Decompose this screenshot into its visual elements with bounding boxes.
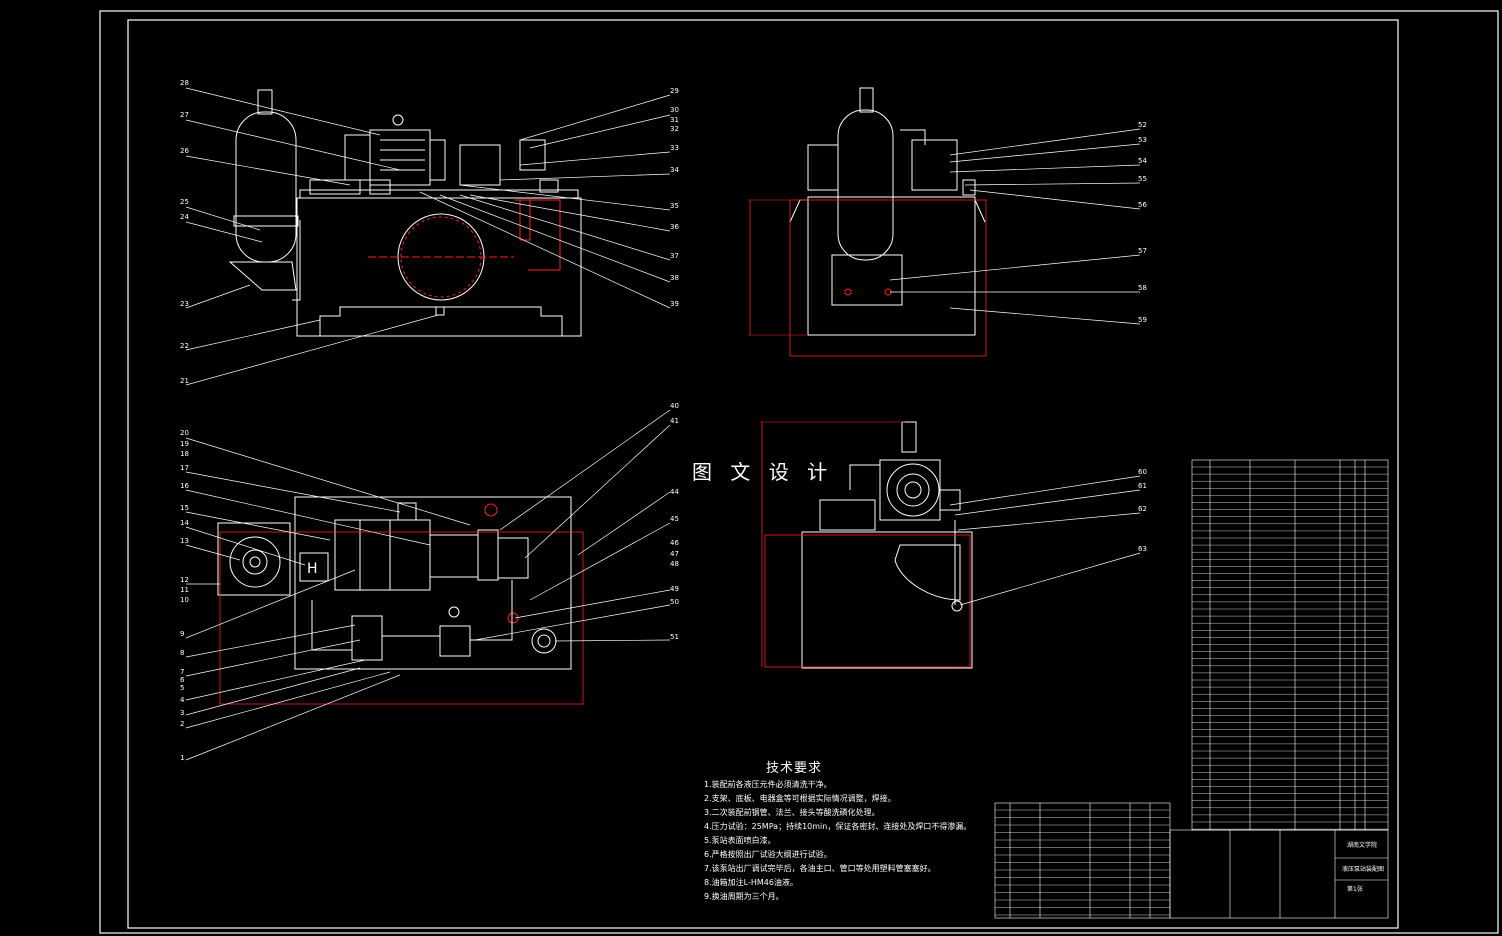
callout: 19: [180, 440, 189, 448]
tank-top: [294, 496, 572, 670]
tank-side: [807, 196, 976, 336]
callout: 16: [180, 482, 189, 490]
callout: 2: [180, 720, 184, 728]
inner-frame: [127, 19, 1399, 929]
accumulator: [235, 111, 297, 263]
top-view: H: [217, 496, 584, 705]
callout: 52: [1138, 121, 1147, 129]
callout: 51: [670, 633, 679, 641]
callout: 9: [180, 630, 184, 638]
outer-frame: [99, 10, 1499, 934]
callout: 18: [180, 450, 189, 458]
callout: 38: [670, 274, 679, 282]
callout-numbers: 28 27 26 25 24 23 22 21 29 30 31 32 33 3…: [180, 79, 1147, 762]
callout: 30: [670, 106, 679, 114]
note-line: 8.油箱加注L-HM46油液。: [704, 878, 798, 887]
note-line: 6.严格按照出厂试验大纲进行试验。: [704, 850, 832, 859]
technical-requirements: 技术要求 1.装配前各液压元件必须清洗干净。 2.支架、底板、电器盒等可根据实际…: [704, 762, 971, 904]
callout: 61: [1138, 482, 1147, 490]
callout: 8: [180, 649, 184, 657]
callout: 13: [180, 537, 189, 545]
callout: 33: [670, 144, 679, 152]
note-line: 5.泵站表面喷白漆。: [704, 836, 776, 845]
callout: 26: [180, 147, 189, 155]
callout: 35: [670, 202, 679, 210]
side-view-2: [760, 421, 973, 669]
notes-title: 技术要求: [766, 761, 823, 776]
callout: 46: [670, 539, 679, 547]
callout: 14: [180, 519, 189, 527]
note-line: 2.支架、底板、电器盒等可根据实际情况调整，焊接。: [704, 794, 896, 803]
callout: 1: [180, 754, 184, 762]
callout: 56: [1138, 201, 1147, 209]
title-block-name: 液压泵站装配图: [1342, 866, 1385, 873]
callout: 53: [1138, 136, 1147, 144]
note-line: 9.换油周期为三个月。: [704, 892, 784, 901]
callout: 12: [180, 576, 189, 584]
callout: 21: [180, 377, 189, 385]
parts-list-rows: [995, 466, 1388, 916]
note-line: 4.压力试验：25MPa；持续10min，保证各密封、连接处及焊口不得渗漏。: [704, 822, 972, 831]
motor-top: [334, 519, 431, 591]
callout: 23: [180, 300, 189, 308]
callout: 28: [180, 79, 189, 87]
callout: 48: [670, 560, 679, 568]
callout: 31: [670, 116, 679, 124]
note-line: 7.该泵站出厂调试完毕后，各油主口、管口等处用塑料管塞塞好。: [704, 864, 936, 873]
callout: 41: [670, 417, 679, 425]
callout: 10: [180, 596, 189, 604]
callout: 44: [670, 488, 679, 496]
callout: 40: [670, 402, 679, 410]
callout: 24: [180, 213, 189, 221]
callout: 36: [670, 223, 679, 231]
callout: 4: [180, 696, 185, 704]
callout: 17: [180, 464, 189, 472]
callout: 7: [180, 668, 184, 676]
callout: 54: [1138, 157, 1147, 165]
note-line: 1.装配前各液压元件必须清洗干净。: [704, 780, 832, 789]
callout: 37: [670, 252, 679, 260]
callout: 45: [670, 515, 679, 523]
callout: 34: [670, 166, 679, 174]
callout: 55: [1138, 175, 1147, 183]
callout: 20: [180, 429, 189, 437]
callout: 11: [180, 586, 189, 594]
title-block-sheet: 第1张: [1347, 886, 1363, 893]
callout: 22: [180, 342, 189, 350]
leader-lines: [185, 87, 1141, 761]
callout: 15: [180, 504, 189, 512]
callout: 49: [670, 585, 679, 593]
callout: 57: [1138, 247, 1147, 255]
parts-list: [994, 459, 1389, 919]
motor: [369, 129, 431, 186]
callout: 3: [180, 709, 184, 717]
title-block-school: 湖南文学院: [1347, 842, 1378, 849]
tank-side-2: [801, 531, 973, 669]
note-line: 3.二次装配前钢管、法兰、接头等酸洗磷化处理。: [704, 808, 880, 817]
callout: 59: [1138, 316, 1147, 324]
front-view: [228, 89, 582, 337]
callout: 60: [1138, 468, 1147, 476]
callout: 47: [670, 550, 679, 558]
callout: 32: [670, 125, 679, 133]
watermark: 图 文 设 计: [692, 460, 834, 484]
side-view: [748, 87, 987, 357]
callout: 39: [670, 300, 679, 308]
svg-text:H: H: [307, 561, 318, 577]
callout: 62: [1138, 505, 1147, 513]
callout: 27: [180, 111, 189, 119]
callout: 63: [1138, 545, 1147, 553]
callout: 50: [670, 598, 679, 606]
callout: 5: [180, 684, 184, 692]
callout: 29: [670, 87, 679, 95]
callout: 58: [1138, 284, 1147, 292]
callout: 6: [180, 676, 185, 684]
callout: 25: [180, 198, 189, 206]
